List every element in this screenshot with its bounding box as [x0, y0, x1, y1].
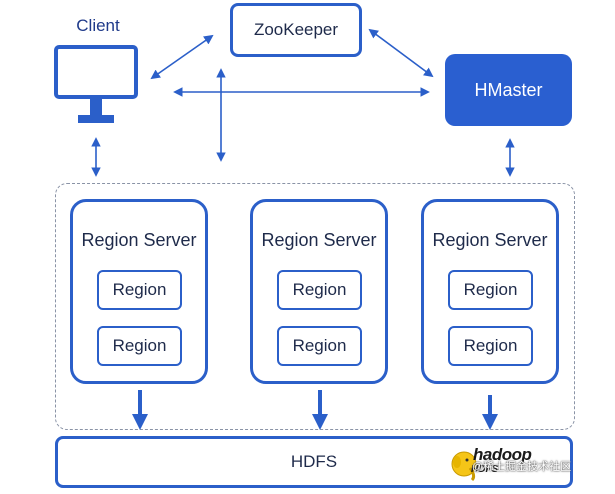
region-server-3: Region Server Region Region: [421, 199, 559, 384]
region: Region: [277, 326, 362, 366]
zookeeper-label: ZooKeeper: [253, 20, 339, 39]
hadoop-elephant-icon: [451, 451, 477, 482]
region-server-title: Region Server: [432, 230, 548, 250]
zookeeper-node: ZooKeeper: [230, 3, 362, 57]
region-server-2: Region Server Region Region: [250, 199, 388, 384]
hadoop-logo-text: hadoop: [473, 445, 532, 464]
hmaster-label: HMaster: [474, 79, 543, 100]
hdfs-label: HDFS: [290, 452, 338, 471]
arrow-client-zookeeper: [150, 34, 214, 80]
region-server-title: Region Server: [261, 230, 377, 250]
region: Region: [448, 270, 533, 310]
client-label: Client: [76, 16, 120, 35]
hadoop-logo-sub: HDFS: [471, 464, 499, 475]
region: Region: [97, 326, 182, 366]
region: Region: [97, 270, 182, 310]
arrow-zookeeper-hmaster: [368, 28, 434, 78]
hdfs-node: HDFS hadoop HDFS: [55, 436, 573, 488]
hmaster-node: HMaster: [445, 54, 572, 126]
region-server-1: Region Server Region Region: [70, 199, 208, 384]
watermark: @稀土掘金技术社区: [472, 461, 572, 473]
region: Region: [277, 270, 362, 310]
monitor-icon: [54, 45, 138, 123]
region: Region: [448, 326, 533, 366]
region-server-title: Region Server: [81, 230, 197, 250]
